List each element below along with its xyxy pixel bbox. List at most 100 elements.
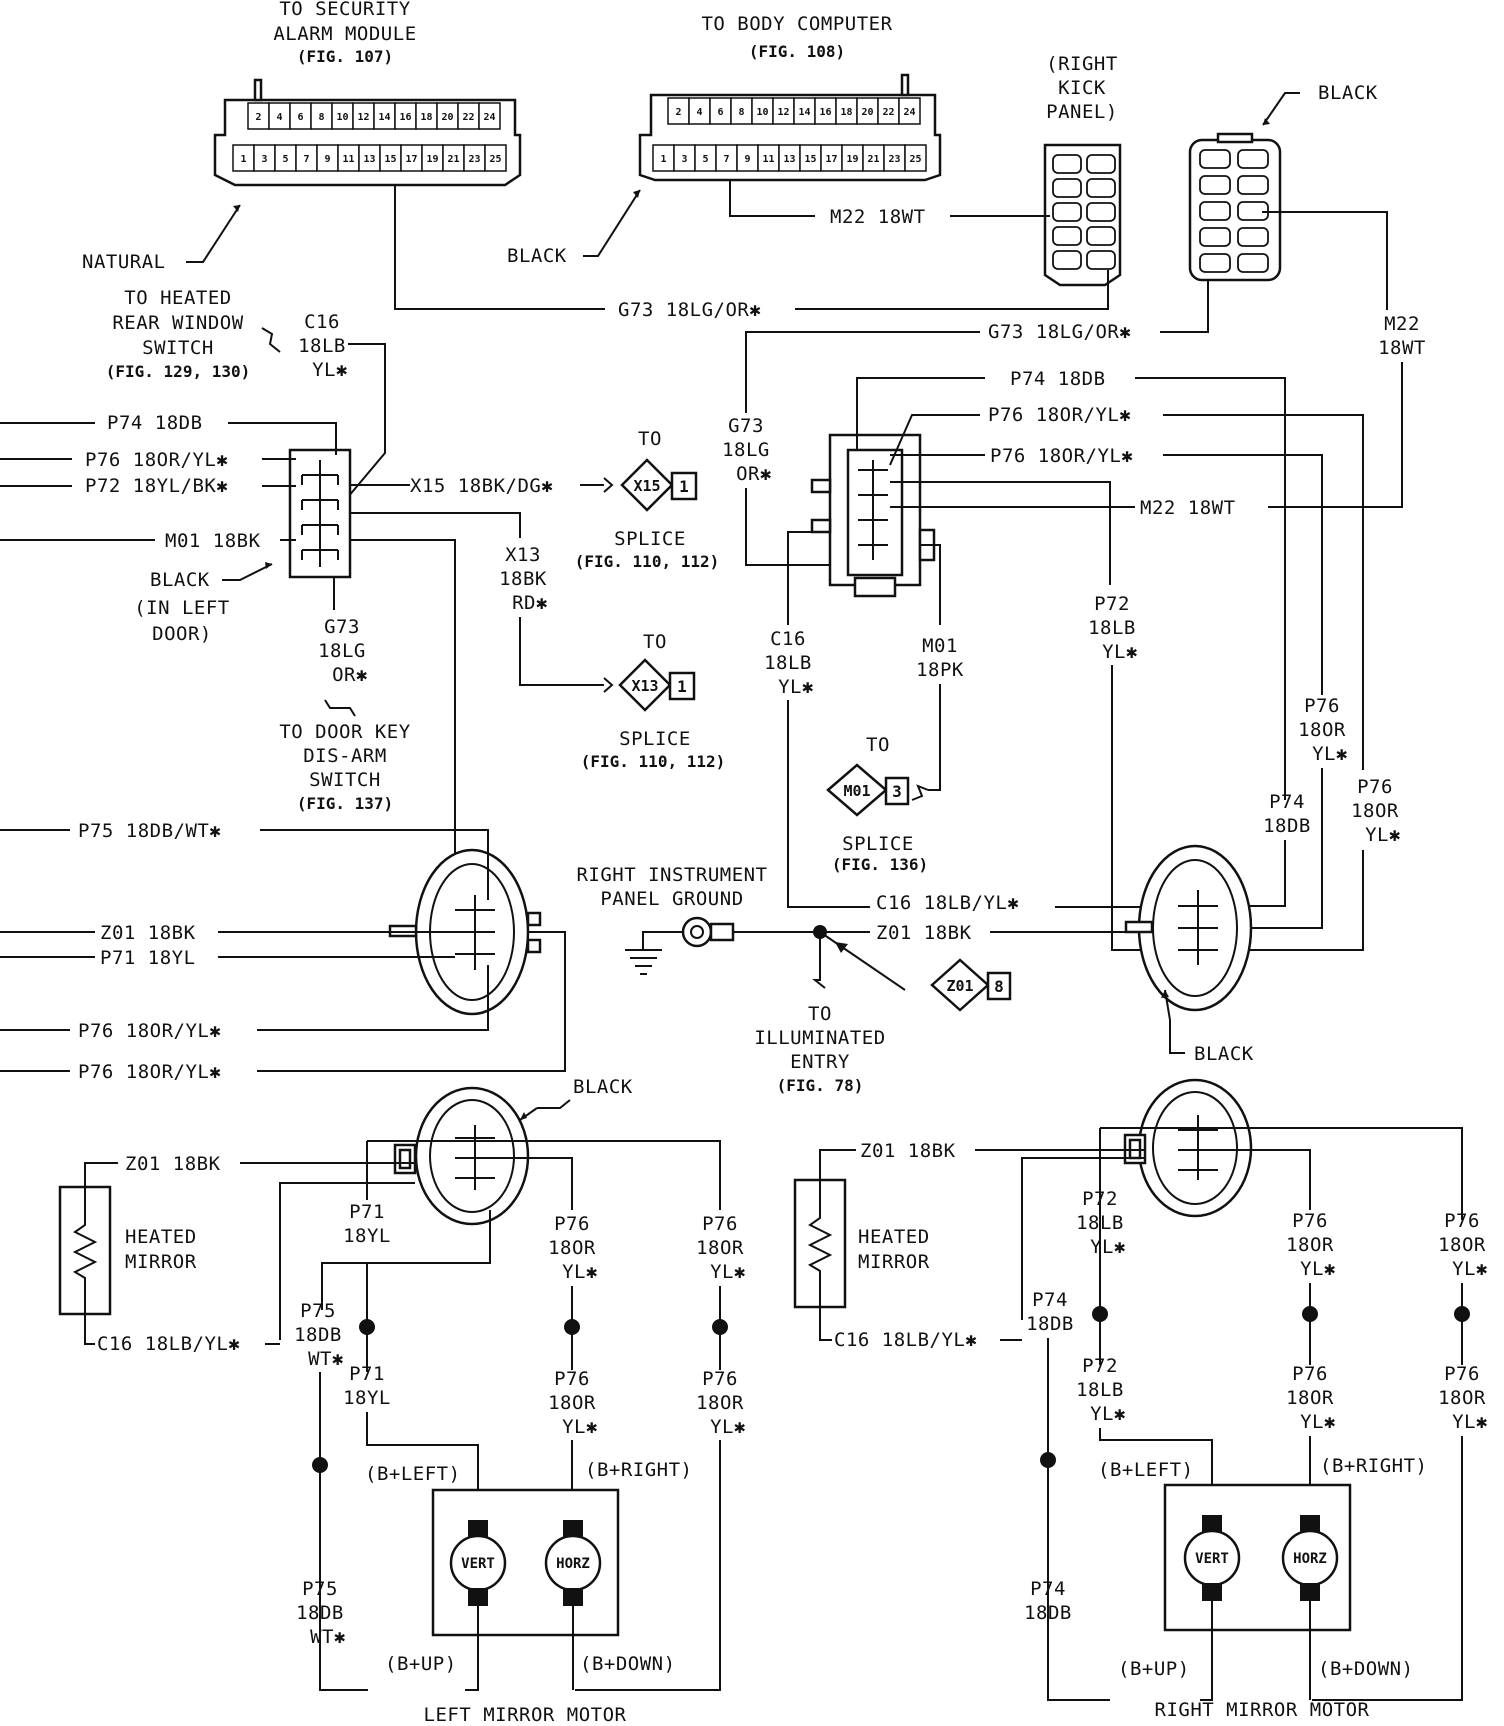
c16-right-2: 18LB [764,652,812,674]
splice-x13-label: SPLICE [619,728,691,750]
wire-c16-right-h: C16 18LB/YL✱ [876,892,1019,914]
pin-number: 4 [696,107,702,118]
pin-number: 24 [903,107,915,118]
pin-number: 16 [819,107,831,118]
c16-left-2: 18LB [298,335,346,357]
right-riser-labels: P76 18OR YL✱ P76 18OR YL✱ P74 18DB [1235,695,1400,951]
c16-left-3: YL✱ [312,359,348,381]
splice-x15-label: SPLICE [614,528,686,550]
wire-m22-stack-1: M22 [1384,313,1420,335]
wire-m22-top: M22 18WT [830,206,926,228]
right-upper-color-label: BLACK [1194,1043,1254,1065]
p76-riser-a-2: 18OR [1298,719,1346,741]
kick-mate-cavities [1199,149,1269,273]
kick-panel-cavities [1052,154,1116,270]
pin-number: 6 [297,112,303,123]
p76-right-lower-b-3: YL✱ [1300,1411,1336,1433]
p76-left-lower-c-2: 18OR [548,1392,596,1414]
pin-cell [904,144,927,172]
left-mirror-upper-connector: P75 18DB/WT✱ Z01 18BK P71 18YL P76 18OR/… [0,820,566,1083]
p75-stack-a-3: WT✱ [308,1348,344,1370]
p76-right-lower-c-2: 18OR [1438,1234,1486,1256]
left-motor-horz: HORZ [556,1556,590,1572]
left-motor-vert: VERT [461,1556,495,1572]
illum-entry-fig: (FIG. 78) [777,1076,864,1095]
security-alarm-title-1: TO SECURITY [279,0,410,20]
p76-riser-b-1: P76 [1357,776,1393,798]
splice-x13-id: X13 [631,677,658,695]
kick-mate-color-label: BLACK [1318,82,1378,104]
pin-number: 7 [723,154,729,165]
security-alarm-fig: (FIG. 107) [297,47,393,66]
pin-number: 11 [342,154,354,165]
left-motor-b-down: (B+DOWN) [580,1653,676,1675]
cavity [1237,227,1269,247]
pin-number: 25 [909,154,921,165]
p74-lower-b-2: 18DB [1024,1602,1072,1624]
pin-number: 24 [483,112,495,123]
p75-stack-b-1: P75 [302,1578,338,1600]
pin-number: 3 [261,154,267,165]
pin-number: 5 [702,154,708,165]
right-mirror-motor-title: RIGHT MIRROR MOTOR [1155,1699,1370,1721]
heated-mirror-right-1: HEATED [858,1226,930,1248]
p71-stack-b-2: 18YL [343,1387,391,1409]
p75-stack-b-2: 18DB [296,1602,344,1624]
left-mirror-motor-title: LEFT MIRROR MOTOR [424,1704,627,1726]
wire-p72-left: P72 18YL/BK✱ [85,475,228,497]
p76-riser-b-2: 18OR [1351,800,1399,822]
pin-number: 17 [405,154,417,165]
x13-stack-2: 18BK [499,568,547,590]
pin-number: 7 [303,154,309,165]
splice-x15: TO X15 1 SPLICE (FIG. 110, 112) [575,428,720,571]
kick-panel-label-1: (RIGHT [1046,53,1118,75]
heated-rear-window-1: TO HEATED [124,287,231,309]
p74-riser-2: 18DB [1263,815,1311,837]
p72-right-2: 18LB [1088,617,1136,639]
cavity [1199,201,1231,221]
pin-number: 13 [783,154,795,165]
splice-x13-to: TO [643,631,667,653]
left-mirror-motor: (B+LEFT) (B+RIGHT) VERT HORZ (B+UP) (B+D… [365,1459,692,1726]
right-lower-wiring: P72 18LB YL✱ P74 18DB P74 18DB P72 18LB … [1024,1188,1487,1701]
p76-right-lower-a-2: 18OR [1286,1234,1334,1256]
p76-left-lower-d-2: 18OR [696,1392,744,1414]
pin-number: 6 [717,107,723,118]
pin-number: 3 [681,154,687,165]
pin-number: 13 [363,154,375,165]
illum-entry-1: TO [808,1003,832,1025]
wire-p76-left-c: P76 18OR/YL✱ [78,1020,221,1042]
left-lower-color-label: BLACK [573,1076,633,1098]
pin-number: 19 [846,154,858,165]
cavity [1086,250,1116,270]
heated-mirror-left-2: MIRROR [125,1251,197,1273]
wire-m22-right: M22 18WT [1140,497,1236,519]
p76-right-lower-b-2: 18OR [1286,1387,1334,1409]
pin-number: 2 [255,112,261,123]
security-alarm-color-label: NATURAL [82,251,166,273]
body-computer-color-label: BLACK [507,245,567,267]
cavity [1086,202,1116,222]
p72-right-1: P72 [1094,593,1130,615]
cavity [1052,250,1082,270]
pin-number: 21 [867,154,879,165]
illum-entry-2: ILLUMINATED [754,1027,885,1049]
pin-number: 8 [318,112,324,123]
pin-number: 1 [240,154,246,165]
pin-number: 15 [384,154,396,165]
cavity [1052,178,1082,198]
wire-c16-mirror-left: C16 18LB/YL✱ [97,1333,240,1355]
pin-number: 5 [282,154,288,165]
p75-stack-a-1: P75 [300,1300,336,1322]
heated-rear-window-fig: (FIG. 129, 130) [106,362,251,381]
wire-m01-left: M01 18BK [165,530,261,552]
right-kick-mate-connector: BLACK [1188,82,1378,282]
splice-x13: TO X13 1 SPLICE (FIG. 110, 112) [581,631,726,771]
p72-lower-b-2: 18LB [1076,1379,1124,1401]
left-mirror-lower-connector: BLACK [245,1076,721,1340]
cavity [1237,149,1269,169]
